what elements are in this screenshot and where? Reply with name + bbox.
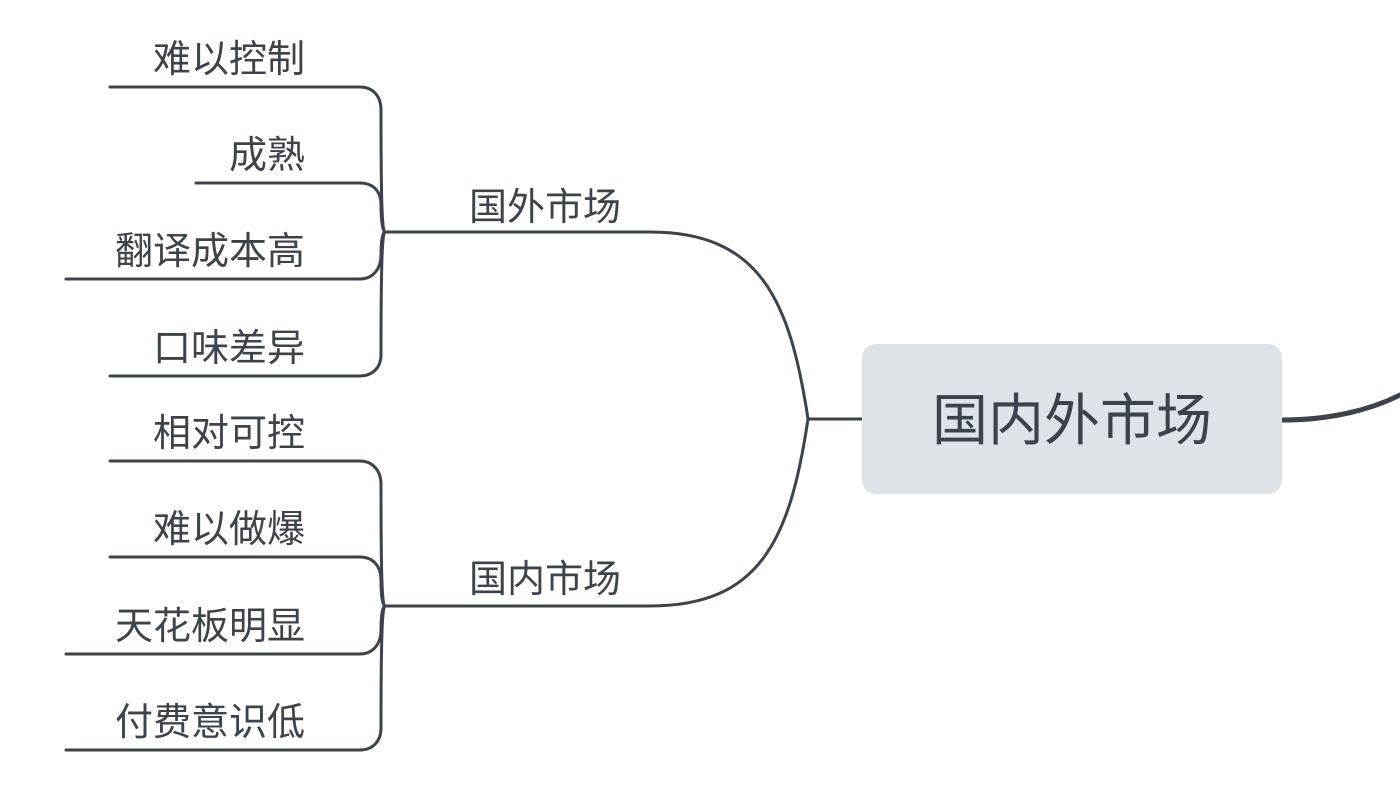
central-topic-box (862, 344, 1282, 494)
bracket-line-domestic-2 (108, 555, 387, 608)
central-topic[interactable]: 国内外市场 (862, 344, 1282, 494)
leaf-foreign-4[interactable]: 口味差异 (153, 326, 305, 370)
leaf-domestic-1[interactable]: 相对可控 (153, 411, 305, 455)
central-topic-label: 国内外市场 (932, 389, 1212, 454)
leaf-foreign-1[interactable]: 难以控制 (153, 37, 305, 81)
branch-label-foreign-market[interactable]: 国外市场 (469, 185, 621, 229)
curve-to-domestic-market (383, 417, 810, 608)
leaf-domestic-4[interactable]: 付费意识低 (115, 700, 305, 744)
leaf-domestic-2[interactable]: 难以做爆 (153, 507, 305, 551)
branch-label-domestic-market[interactable]: 国内市场 (469, 557, 621, 601)
leaf-foreign-3[interactable]: 翻译成本高 (115, 229, 305, 273)
leaf-foreign-2[interactable]: 成熟 (229, 133, 305, 177)
bracket-line-domestic-4 (64, 604, 387, 752)
leaf-domestic-3[interactable]: 天花板明显 (115, 604, 305, 648)
bracket-line-foreign-2 (194, 181, 387, 234)
parent-connector-line (1279, 392, 1400, 423)
bracket-line-foreign-4 (108, 230, 387, 378)
curve-to-foreign-market (383, 230, 810, 421)
